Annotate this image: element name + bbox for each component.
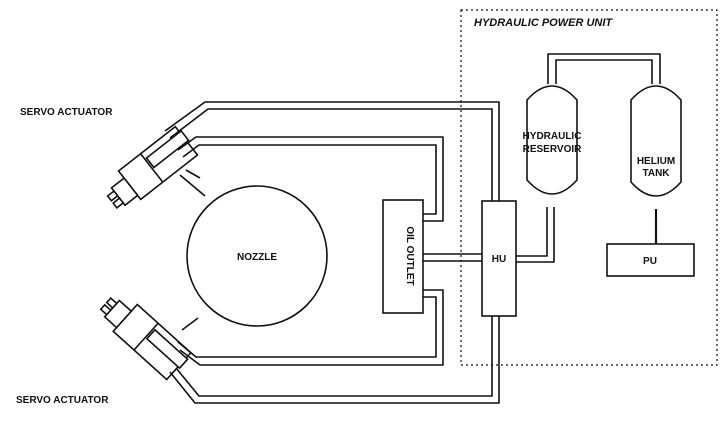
line-top-outer <box>164 101 500 201</box>
helium-label-1: HELIUM <box>637 156 675 167</box>
hpu-title: HYDRAULIC POWER UNIT <box>474 17 613 29</box>
servo-actuator-top <box>106 125 199 209</box>
reservoir-hu-line <box>516 207 548 257</box>
servo-top-label: SERVO ACTUATOR <box>20 107 113 118</box>
pu-label: PU <box>643 256 657 267</box>
servo-actuator-bottom <box>99 297 192 381</box>
line-top-outer-2 <box>169 108 493 201</box>
pu-box <box>606 243 695 277</box>
line-bottom-inner <box>179 289 444 366</box>
line-bottom-inner-2 <box>177 296 437 358</box>
line-top-short <box>185 169 201 179</box>
reservoir-label-2: RESERVOIR <box>523 144 582 155</box>
hu-label: HU <box>492 254 506 265</box>
oil-outlet-box <box>382 199 424 314</box>
line-bottom-outer <box>169 316 500 404</box>
hu-box <box>481 200 517 317</box>
line-top-inner-2 <box>182 144 437 215</box>
tank-link-line-inner <box>555 59 653 84</box>
tank-link-line <box>547 53 661 84</box>
nozzle-label: NOZZLE <box>237 252 277 263</box>
reservoir-label-1: HYDRAULIC <box>523 131 582 142</box>
line-bottom-outer-2 <box>175 316 493 397</box>
line-bottom-short <box>181 317 199 331</box>
reservoir-hu-line-inner <box>516 207 555 263</box>
line-top-nozzle <box>179 174 206 197</box>
reservoir-tank <box>526 85 578 195</box>
helium-tank <box>630 85 682 197</box>
oil-outlet-label: OIL OUTLET <box>404 226 415 285</box>
helium-label-2: TANK <box>642 168 670 179</box>
line-top-inner <box>177 136 444 222</box>
nozzle-circle <box>186 185 328 327</box>
servo-bottom-label: SERVO ACTUATOR <box>16 395 109 406</box>
